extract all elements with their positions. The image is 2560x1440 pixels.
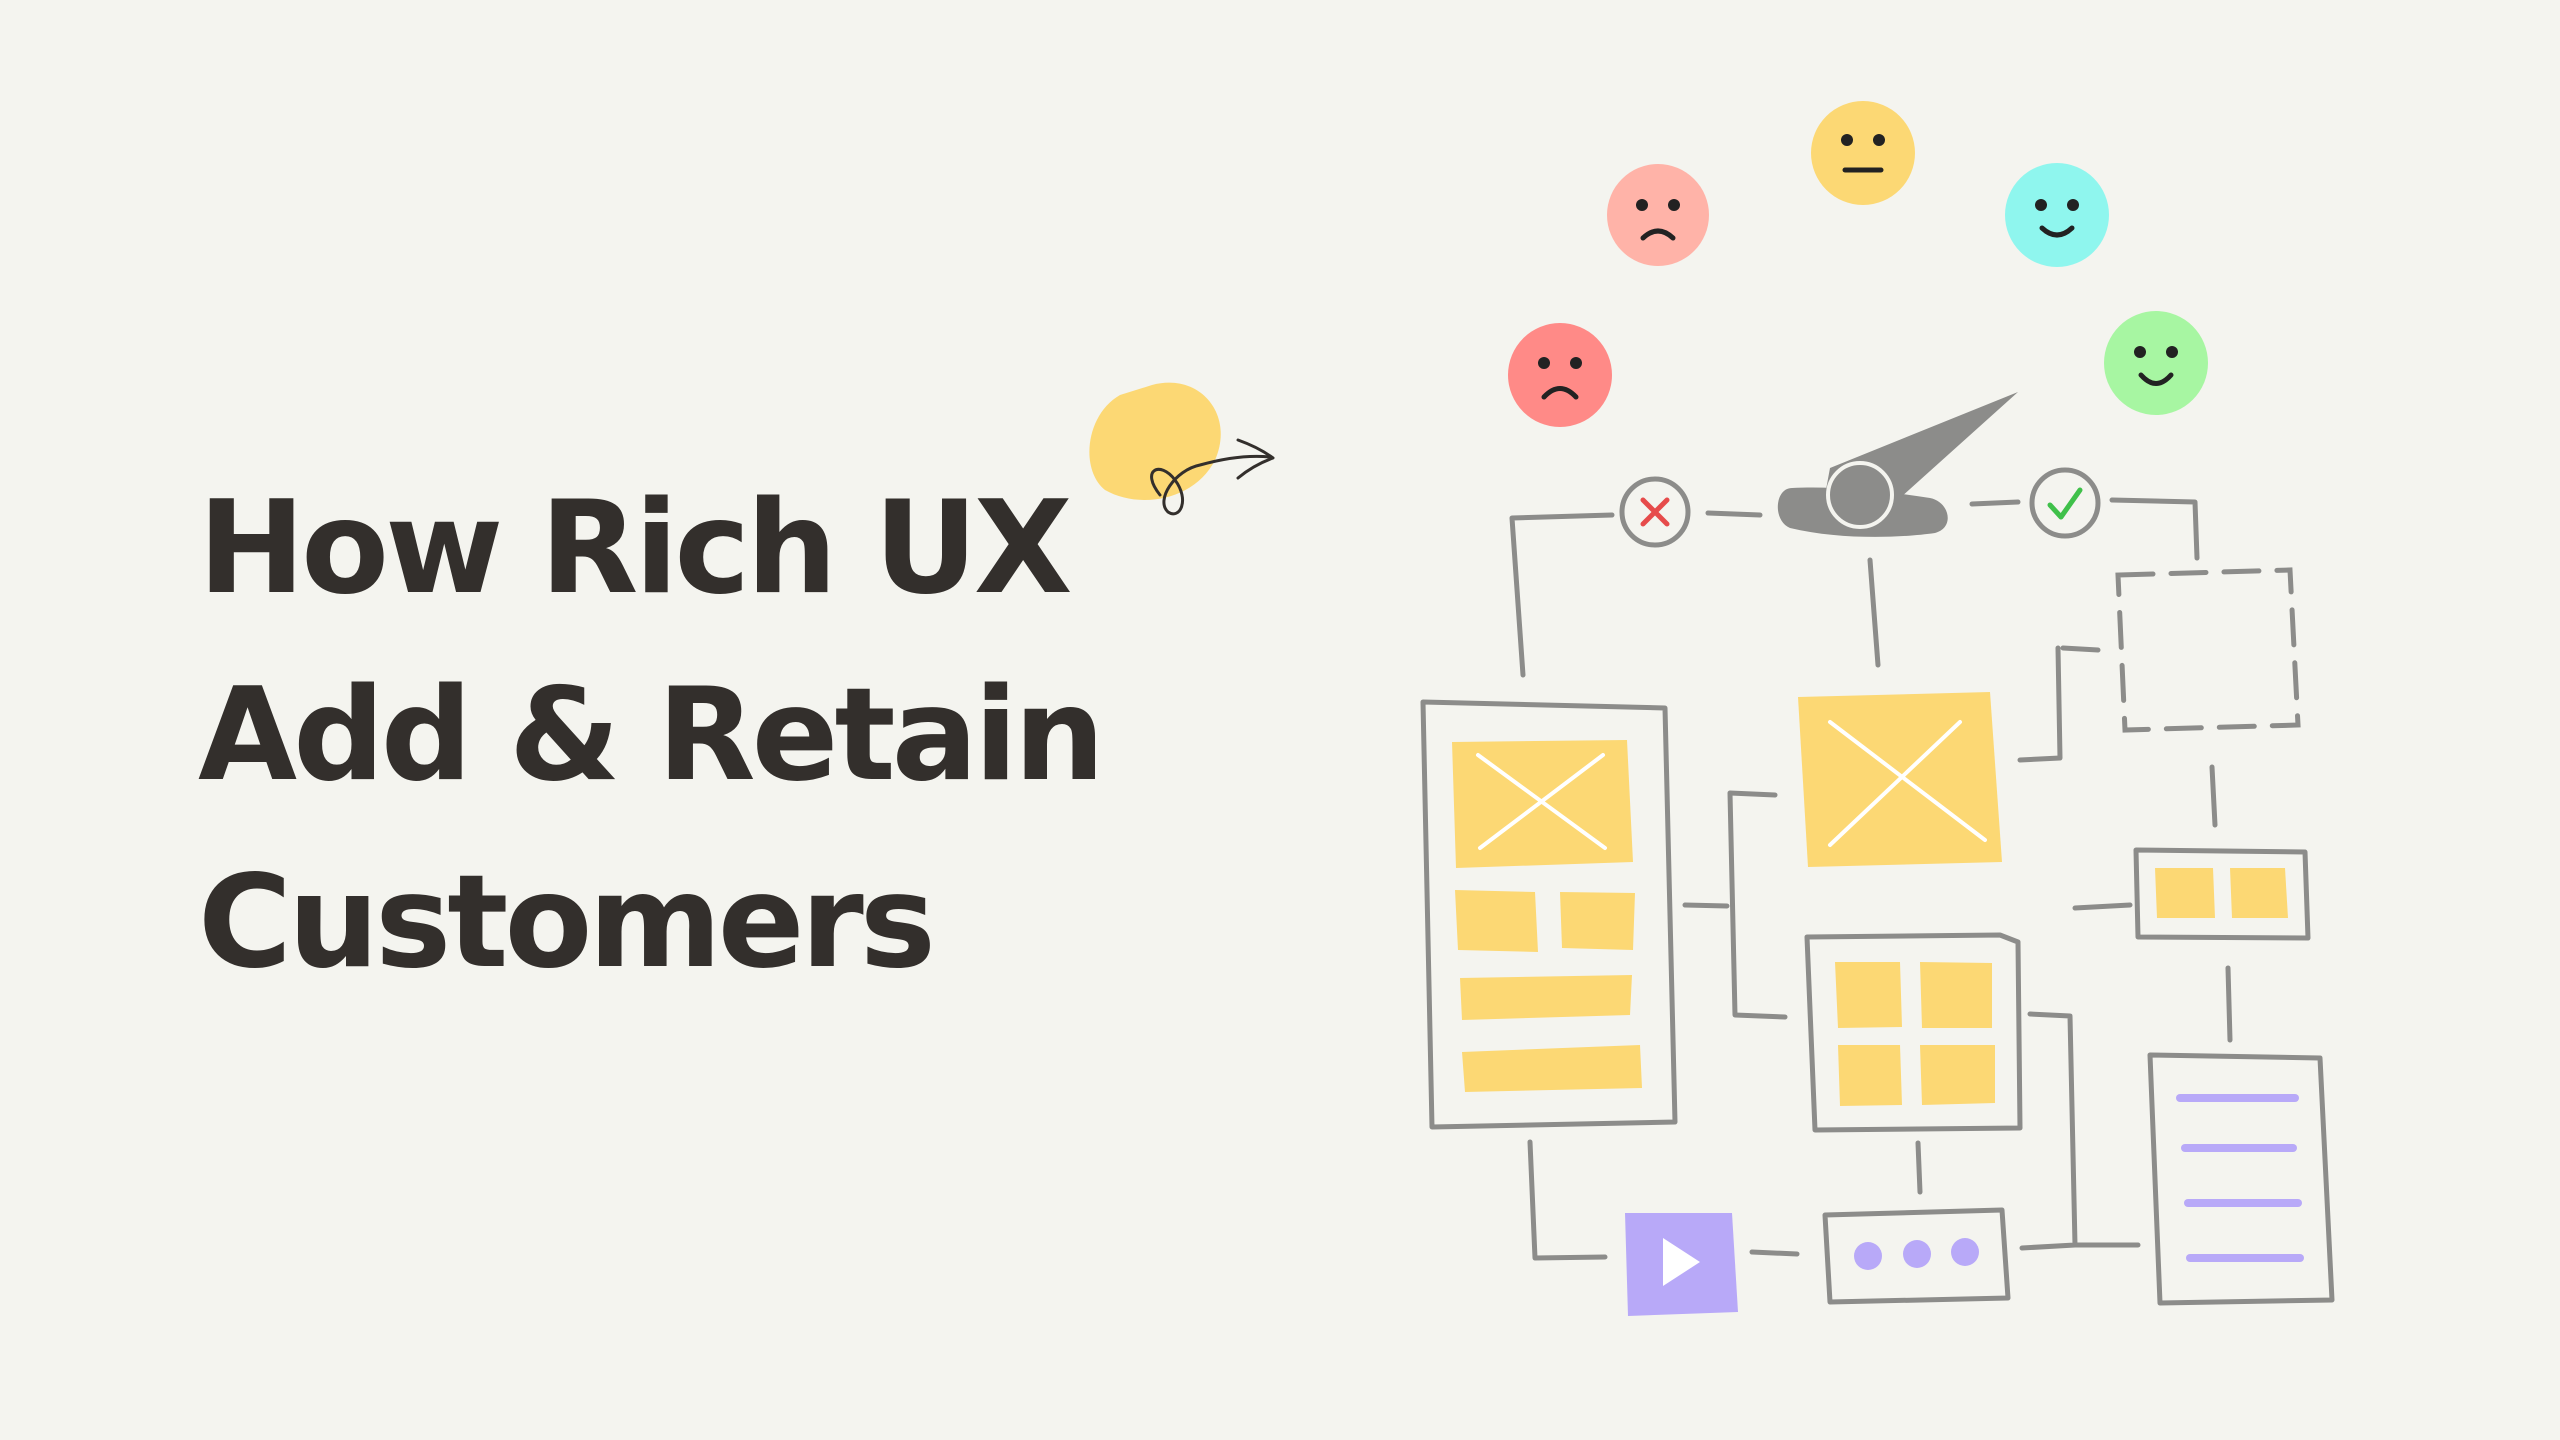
wireframe-image-card [1798,692,2002,867]
connector-lines [1509,497,2233,1261]
reject-x-circle-icon [1619,476,1691,548]
content-face-icon [2005,163,2109,267]
sad-face-icon [1607,164,1709,266]
accept-check-circle-icon [2029,467,2101,539]
happy-face-icon [2104,311,2208,415]
wireframe-text-list [2147,1052,2335,1306]
yellow-blob-arrow-icon [1089,382,1275,516]
headline-line-3: Customers [198,848,936,997]
rating-gauge-icon [1777,392,2018,537]
dots-menu-icon [1822,1207,2011,1305]
headline-line-2: Add & Retain [198,661,1105,810]
headline-line-1: How Rich UX [198,474,1073,623]
dashed-placeholder-box [2115,567,2301,733]
headline: How Rich UX Add & Retain Customers [198,455,1105,1016]
neutral-face-icon [1811,101,1915,205]
wireframe-screen-large [1420,699,1678,1130]
very-sad-face-icon [1508,323,1612,427]
video-play-icon [1625,1213,1738,1316]
wireframe-small-card [2133,847,2311,941]
wireframe-grid-screen [1804,932,2023,1133]
